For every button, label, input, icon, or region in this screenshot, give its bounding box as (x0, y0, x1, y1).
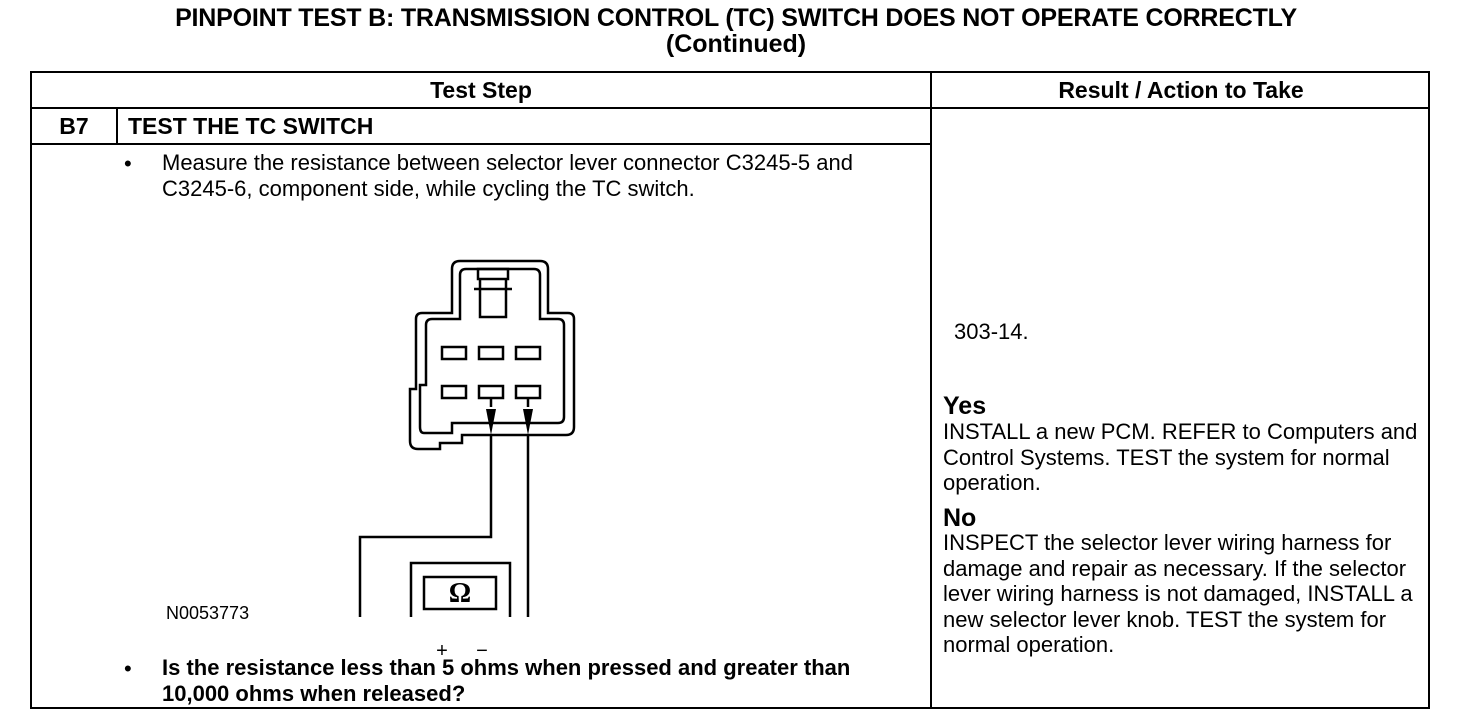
connector-meter-diagram (358, 259, 576, 617)
question-bullet: • (124, 656, 132, 681)
column-divider (930, 73, 932, 709)
step-title: TEST THE TC SWITCH (128, 113, 374, 139)
no-label: No (943, 504, 977, 532)
ohm-symbol: Ω (448, 578, 472, 609)
yes-action: INSTALL a new PCM. REFER to Computers an… (943, 419, 1418, 495)
instruction-bullet: • (124, 151, 132, 176)
page-title: PINPOINT TEST B: TRANSMISSION CONTROL (T… (175, 4, 1297, 32)
header-test-step: Test Step (430, 77, 532, 103)
step-id-divider (116, 107, 118, 144)
figure-id: N0053773 (166, 603, 250, 623)
plus-terminal-label: + (436, 640, 448, 662)
instruction-text: Measure the resistance between selector … (162, 150, 853, 201)
result-reference: 303-14. (954, 319, 1029, 344)
no-action: INSPECT the selector lever wiring harnes… (943, 530, 1413, 657)
header-result-action: Result / Action to Take (1058, 77, 1304, 103)
step-id: B7 (59, 113, 89, 139)
minus-terminal-label: − (476, 640, 488, 662)
step-title-divider (32, 143, 930, 145)
header-divider (32, 107, 1430, 109)
yes-label: Yes (943, 392, 987, 420)
page-subtitle: (Continued) (665, 30, 807, 58)
question-text: Is the resistance less than 5 ohms when … (162, 655, 851, 706)
pinpoint-test-table: Test Step Result / Action to Take B7 TES… (30, 71, 1430, 709)
